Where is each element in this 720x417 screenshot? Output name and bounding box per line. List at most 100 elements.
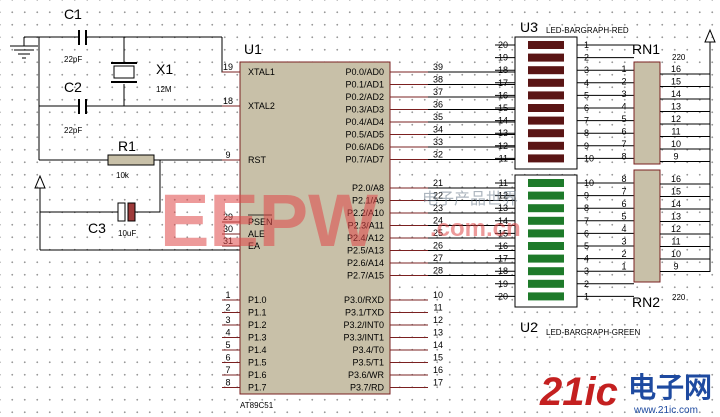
watermark-domain: .com.cn xyxy=(430,215,521,242)
u2-label: LED-BARGRAPH-GREEN xyxy=(546,328,640,337)
pin-number: 32 xyxy=(433,150,443,160)
pin-name: P0.4/AD4 xyxy=(345,117,384,127)
pin-number: 16 xyxy=(433,365,443,375)
wire-c3-right xyxy=(135,160,161,213)
u3-segment xyxy=(528,154,564,163)
pin-name: P1.6 xyxy=(248,370,267,380)
watermark-text: EEPW xyxy=(160,179,378,262)
rn-left-pin: 5 xyxy=(621,212,626,222)
pin-name: P3.3/INT1 xyxy=(343,333,384,343)
u3-segment xyxy=(528,66,564,75)
u2-segment xyxy=(528,191,564,200)
pin-number: 10 xyxy=(433,290,443,300)
pin-name: PSEN xyxy=(248,217,273,227)
pin-name: P3.6/WR xyxy=(348,370,385,380)
pin-number: 38 xyxy=(433,75,443,85)
rn-left-pin: 2 xyxy=(621,77,626,87)
pin-name: RST xyxy=(248,155,267,165)
c1-label: C1 xyxy=(64,6,82,22)
rn-left-pin: 5 xyxy=(621,114,626,124)
u3-segment xyxy=(528,78,564,87)
pin-name: ALE xyxy=(248,229,265,239)
rn-left-pin: 8 xyxy=(621,152,626,162)
watermark-cn: 电子产品世界 xyxy=(422,189,518,208)
pin-number: 14 xyxy=(433,340,443,350)
pin-name: P1.4 xyxy=(248,345,267,355)
rn-left-pin: 8 xyxy=(621,174,626,184)
u3-ref: U3 xyxy=(520,19,538,35)
rn-right-pin: 13 xyxy=(671,212,681,222)
rn-right-pin: 14 xyxy=(671,199,681,209)
pin-name: P1.1 xyxy=(248,308,267,318)
pin-number: 2 xyxy=(225,303,230,313)
rn1-value: 220 xyxy=(672,53,686,62)
u2-segment xyxy=(528,204,564,213)
pin-number: 25 xyxy=(433,228,443,238)
rn-left-pin: 7 xyxy=(621,139,626,149)
pin-number: 12 xyxy=(433,315,443,325)
pin-name: P1.3 xyxy=(248,333,267,343)
x1-label: X1 xyxy=(156,61,173,77)
ground-symbol xyxy=(10,37,38,59)
r1-label: R1 xyxy=(118,138,136,154)
wire-x1-top xyxy=(95,36,125,62)
rn2-value: 220 xyxy=(672,293,686,302)
u2-segment xyxy=(528,267,564,276)
rn-left-pin: 2 xyxy=(621,249,626,259)
rn-right-pin: 14 xyxy=(671,89,681,99)
rn-left-pin: 6 xyxy=(621,127,626,137)
rn-right-pin: 11 xyxy=(671,127,680,137)
pin-number: 29 xyxy=(223,212,233,222)
x1-value: 12M xyxy=(156,85,172,94)
capacitor-c1 xyxy=(70,30,95,45)
u3-segment xyxy=(528,129,564,138)
pin-name: P3.5/T1 xyxy=(352,358,384,368)
pin-number: 30 xyxy=(223,224,233,234)
pin-number: 15 xyxy=(433,353,443,363)
c2-value: 22pF xyxy=(64,126,82,135)
c2-label: C2 xyxy=(64,79,82,95)
rn2-body xyxy=(633,169,661,283)
pin-name: P1.0 xyxy=(248,295,267,305)
pin-number: 21 xyxy=(433,178,443,188)
pin-number: 31 xyxy=(223,236,233,246)
mcu-part: AT89C51 xyxy=(240,401,274,410)
pin-number: 8 xyxy=(225,378,230,388)
rn1-ref: RN1 xyxy=(632,41,660,57)
pin-number: 1 xyxy=(225,290,230,300)
rn2-ref: RN2 xyxy=(632,294,660,310)
pin-number: 5 xyxy=(225,340,230,350)
r1-value: 10k xyxy=(116,171,130,180)
pin-number: 17 xyxy=(433,378,443,388)
pin-number: 39 xyxy=(433,62,443,72)
u3-label: LED-BARGRAPH-RED xyxy=(546,26,629,35)
pin-name: P1.2 xyxy=(248,320,267,330)
pin-number: 19 xyxy=(223,62,233,72)
pin-number: 18 xyxy=(223,96,233,106)
c1-value: 22pF xyxy=(64,55,82,64)
c3-label: C3 xyxy=(88,220,106,236)
pin-number: 24 xyxy=(433,216,443,226)
pin-name: P2.4/A12 xyxy=(347,233,384,243)
pin-number: 34 xyxy=(433,125,443,135)
power-arrow-right xyxy=(704,28,716,272)
pin-number: 35 xyxy=(433,112,443,122)
u2-segment xyxy=(528,179,564,187)
u3-segment xyxy=(528,104,564,112)
pin-name: P2.0/A8 xyxy=(352,183,384,193)
rn-right-pin: 9 xyxy=(673,262,678,272)
u2-segment xyxy=(528,242,564,250)
rn-right-pin: 13 xyxy=(671,102,681,112)
rn-left-pin: 3 xyxy=(621,237,626,247)
rn-left-pin: 3 xyxy=(621,89,626,99)
pin-name: P1.5 xyxy=(248,358,267,368)
wire-c2-gnd xyxy=(24,36,70,107)
pin-name: P0.1/AD1 xyxy=(345,80,384,90)
rn-right-pin: 12 xyxy=(671,224,681,234)
resistor-r1 xyxy=(107,154,155,166)
rn-right-pin: 16 xyxy=(671,64,681,74)
